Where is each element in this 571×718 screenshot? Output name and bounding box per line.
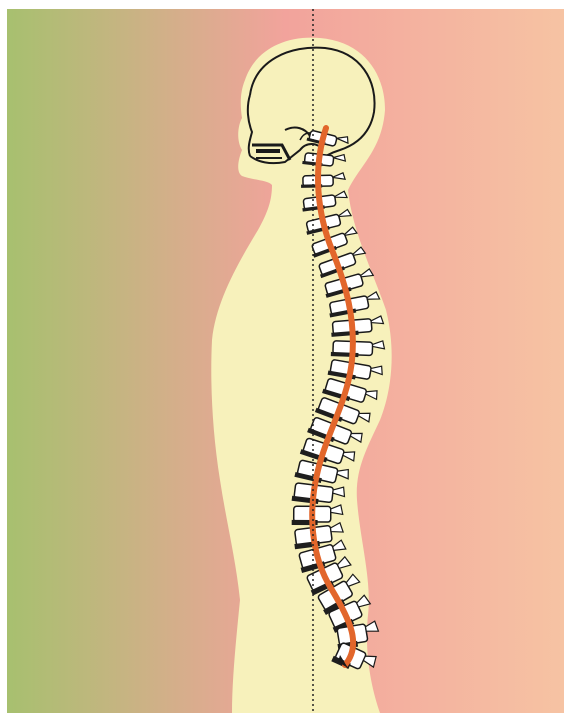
spine-posture-illustration	[0, 0, 571, 718]
illustration-canvas	[0, 0, 571, 718]
